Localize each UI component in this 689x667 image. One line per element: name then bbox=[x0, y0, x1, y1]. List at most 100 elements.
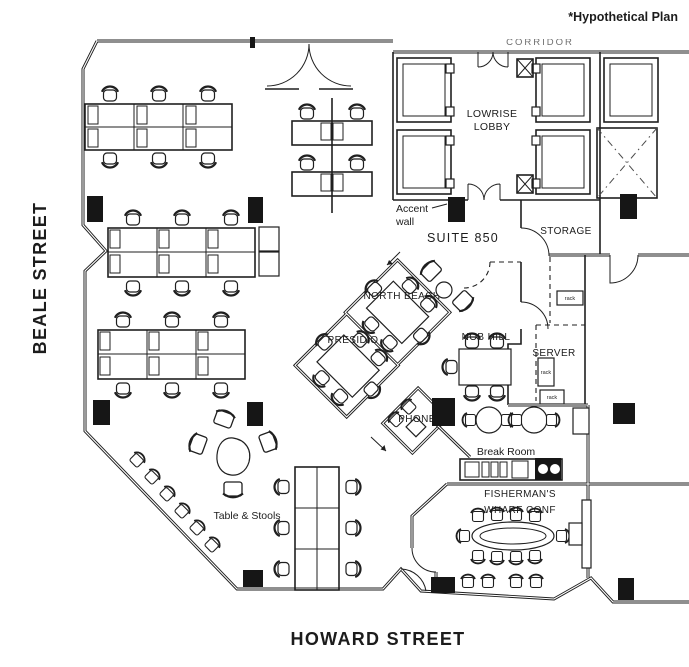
elevator-cab bbox=[396, 57, 455, 123]
nob-hill-table bbox=[458, 348, 512, 386]
presidio-label: PRESIDIO bbox=[328, 335, 379, 346]
rack-label: rack bbox=[565, 296, 576, 302]
chair bbox=[508, 550, 524, 566]
howard-street-label: HOWARD STREET bbox=[291, 629, 466, 649]
phone-label: PHONE bbox=[398, 414, 436, 425]
door-jamb bbox=[250, 37, 255, 48]
chair bbox=[455, 528, 471, 544]
entry-arrow bbox=[370, 251, 401, 452]
rack-label: rack bbox=[541, 370, 552, 376]
table-and-stools-area: Table & Stools bbox=[127, 406, 281, 555]
workstation-bench-south bbox=[273, 466, 362, 591]
chair bbox=[508, 573, 524, 589]
north-beach-label: NORTH BEACH bbox=[363, 291, 440, 302]
elevator-core: LOWRISE LOBBY bbox=[392, 51, 659, 255]
chair bbox=[527, 549, 543, 565]
table-stools-label: Table & Stools bbox=[213, 510, 280, 522]
column bbox=[243, 570, 263, 587]
chair bbox=[545, 412, 561, 428]
door-arc bbox=[609, 254, 639, 284]
storage-room: STORAGE bbox=[463, 200, 689, 405]
nob-hill-label: NOB HILL bbox=[462, 332, 511, 343]
column bbox=[87, 196, 103, 222]
lounge-table bbox=[216, 437, 251, 476]
exterior-walls bbox=[81, 37, 689, 604]
storage-cabinet bbox=[258, 226, 280, 252]
column bbox=[247, 402, 263, 426]
rack-label: rack bbox=[547, 395, 558, 401]
lounge-chair bbox=[185, 430, 210, 457]
elevator-cab bbox=[531, 129, 591, 195]
column bbox=[431, 577, 455, 593]
accent-wall-label-line1: Accent bbox=[396, 203, 428, 215]
phone-table bbox=[405, 416, 427, 438]
server-room: rack rack rack SERVER bbox=[520, 257, 585, 405]
credenza-box bbox=[568, 522, 583, 546]
chair bbox=[555, 528, 571, 544]
conference-room: FISHERMAN'S WHARF CONF bbox=[455, 489, 592, 589]
corridor: CORRIDOR bbox=[391, 37, 689, 54]
door-arc bbox=[520, 301, 549, 330]
workstations-row-3 bbox=[97, 311, 246, 399]
storage-cabinet bbox=[258, 251, 280, 277]
diagonal-rooms: NORTH BEACH PRESIDIO PHONE bbox=[292, 251, 504, 470]
lobby-double-doors bbox=[467, 51, 509, 201]
break-room: Break Room bbox=[459, 406, 590, 481]
elevator-cab bbox=[531, 57, 591, 123]
conference-table-inner bbox=[479, 527, 547, 545]
corridor-label: CORRIDOR bbox=[506, 37, 574, 48]
stove bbox=[535, 458, 561, 480]
lobby-label-line1: LOWRISE bbox=[467, 108, 518, 120]
stair-shaft bbox=[596, 127, 658, 199]
accent-wall: Accent wall bbox=[395, 194, 637, 228]
column bbox=[432, 398, 455, 426]
shaft-vent bbox=[516, 58, 534, 194]
chair bbox=[487, 384, 507, 402]
server-rack bbox=[556, 290, 584, 306]
lobby-label-line2: LOBBY bbox=[474, 121, 511, 133]
chair bbox=[528, 573, 544, 589]
workstation-cluster-lobby bbox=[291, 98, 373, 213]
kitchen-counter bbox=[459, 458, 563, 481]
chair bbox=[461, 412, 477, 428]
chair bbox=[462, 384, 482, 402]
column bbox=[613, 403, 635, 424]
suite-label: SUITE 850 bbox=[427, 231, 499, 245]
north-beach-table bbox=[365, 280, 430, 345]
elevator-cab bbox=[396, 129, 455, 195]
server-label: SERVER bbox=[532, 348, 575, 359]
sink bbox=[511, 460, 529, 479]
chair bbox=[470, 549, 486, 565]
lounge-chair bbox=[449, 287, 477, 315]
columns bbox=[87, 196, 635, 600]
nob-hill-room: NOB HILL bbox=[441, 332, 512, 402]
workstations-row-1 bbox=[84, 85, 233, 169]
cafe-table bbox=[475, 406, 503, 434]
chair bbox=[470, 507, 486, 523]
hypothetical-plan-note: *Hypothetical Plan bbox=[568, 10, 678, 24]
beale-street-label: BEALE STREET bbox=[30, 202, 50, 355]
fridge bbox=[572, 407, 590, 435]
lounge-chair bbox=[417, 257, 445, 285]
door-arc bbox=[400, 568, 427, 592]
conf-label-line2: WHARF CONF bbox=[484, 505, 556, 516]
workstations-row-2 bbox=[107, 209, 280, 297]
conf-label-line1: FISHERMAN'S bbox=[484, 489, 556, 500]
lounge-seating bbox=[417, 257, 477, 315]
presidio-table bbox=[316, 334, 381, 399]
storage-label: STORAGE bbox=[540, 226, 592, 237]
column bbox=[93, 400, 110, 425]
entry-door-arc bbox=[308, 43, 352, 87]
elevator-cab bbox=[603, 57, 659, 123]
column bbox=[248, 197, 263, 223]
lounge-chair bbox=[211, 406, 238, 431]
chair bbox=[460, 573, 476, 589]
entry-door-arc bbox=[266, 43, 310, 87]
break-room-label: Break Room bbox=[477, 446, 536, 458]
door-arc bbox=[520, 227, 550, 257]
door-arc bbox=[411, 547, 437, 573]
side-table bbox=[435, 281, 453, 299]
column bbox=[618, 578, 634, 600]
conference-table bbox=[471, 521, 555, 551]
